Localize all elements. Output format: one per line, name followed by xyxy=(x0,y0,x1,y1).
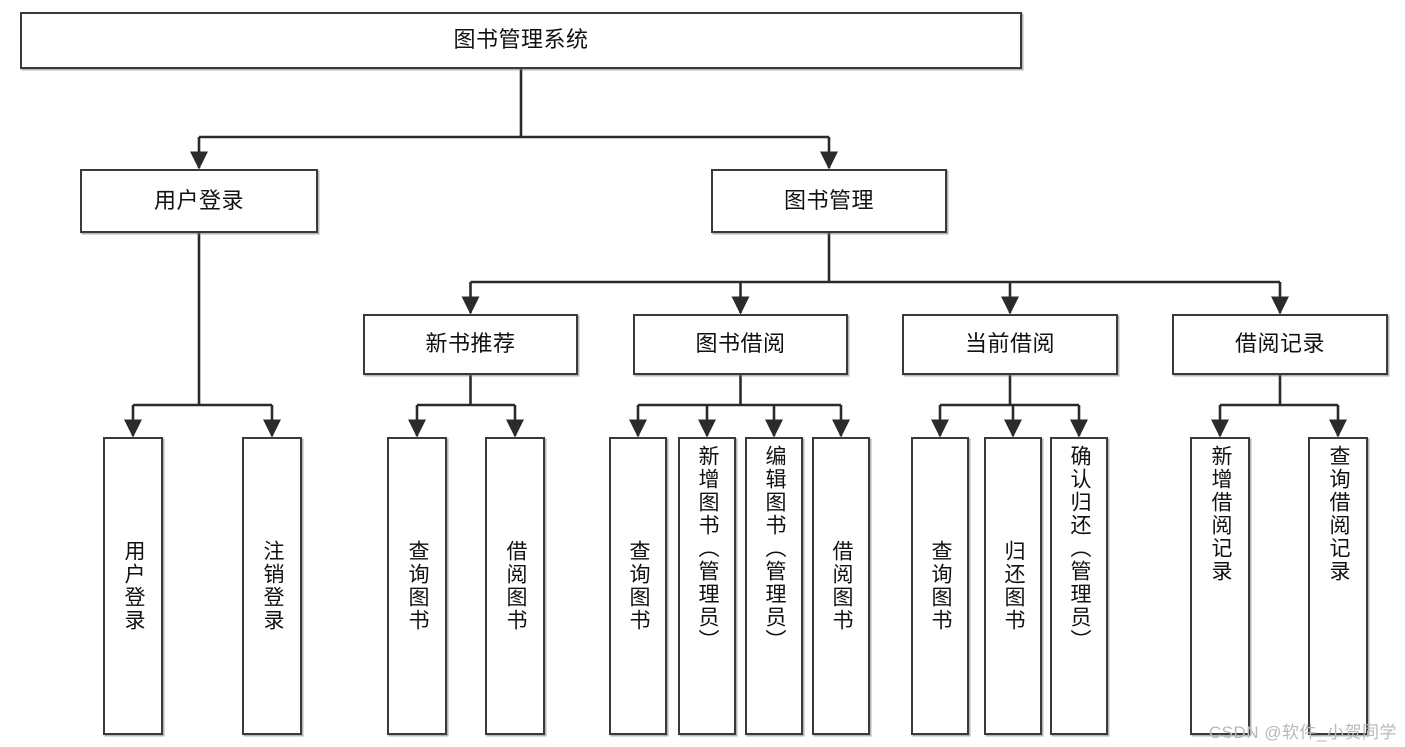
leaf-borrow-add-book-admin[interactable]: 新增图书（管理员） xyxy=(678,437,736,735)
node-current-borrow[interactable]: 当前借阅 xyxy=(902,314,1118,375)
leaf-user-logout[interactable]: 注销登录 xyxy=(242,437,302,735)
node-label: 图书管理系统 xyxy=(453,27,589,53)
leaf-current-return-book[interactable]: 归还图书 xyxy=(984,437,1042,735)
node-label: 查询图书 xyxy=(929,540,953,632)
node-label: 图书管理 xyxy=(783,187,874,213)
csdn-watermark: CSDN @软件_小贺同学 xyxy=(1208,723,1397,742)
leaf-user-login[interactable]: 用户登录 xyxy=(103,437,163,735)
node-label: 确认归还（管理员） xyxy=(1068,445,1092,652)
leaf-current-query-book[interactable]: 查询图书 xyxy=(911,437,969,735)
node-label: 新增借阅记录 xyxy=(1209,445,1233,583)
node-borrow-record[interactable]: 借阅记录 xyxy=(1172,314,1388,375)
node-root[interactable]: 图书管理系统 xyxy=(20,12,1022,69)
node-label: 归还图书 xyxy=(1002,540,1026,632)
node-label: 借阅记录 xyxy=(1234,331,1325,357)
node-label: 当前借阅 xyxy=(964,331,1055,357)
node-label: 借阅图书 xyxy=(504,540,528,632)
leaf-record-add-borrow-record[interactable]: 新增借阅记录 xyxy=(1190,437,1250,735)
node-label: 新增图书（管理员） xyxy=(696,445,720,652)
node-new-book-recommend[interactable]: 新书推荐 xyxy=(363,314,578,375)
leaf-record-query-borrow-record[interactable]: 查询借阅记录 xyxy=(1308,437,1368,735)
leaf-recommend-borrow-book[interactable]: 借阅图书 xyxy=(485,437,545,735)
leaf-current-confirm-return-admin[interactable]: 确认归还（管理员） xyxy=(1050,437,1108,735)
node-book-borrow[interactable]: 图书借阅 xyxy=(633,314,848,375)
leaf-borrow-borrow-book[interactable]: 借阅图书 xyxy=(812,437,870,735)
node-label: 查询图书 xyxy=(627,540,651,632)
leaf-borrow-query-book[interactable]: 查询图书 xyxy=(609,437,667,735)
node-label: 用户登录 xyxy=(153,187,244,213)
node-label: 图书借阅 xyxy=(695,331,786,357)
node-label: 查询图书 xyxy=(406,540,430,632)
node-user-login[interactable]: 用户登录 xyxy=(80,169,318,233)
node-label: 注销登录 xyxy=(261,540,285,632)
leaf-borrow-edit-book-admin[interactable]: 编辑图书（管理员） xyxy=(745,437,803,735)
node-label: 用户登录 xyxy=(122,540,146,632)
node-label: 借阅图书 xyxy=(830,540,854,632)
leaf-recommend-query-book[interactable]: 查询图书 xyxy=(387,437,447,735)
node-book-manage[interactable]: 图书管理 xyxy=(711,169,947,233)
node-label: 新书推荐 xyxy=(425,331,516,357)
node-label: 查询借阅记录 xyxy=(1327,445,1351,583)
node-label: 编辑图书（管理员） xyxy=(763,445,787,652)
